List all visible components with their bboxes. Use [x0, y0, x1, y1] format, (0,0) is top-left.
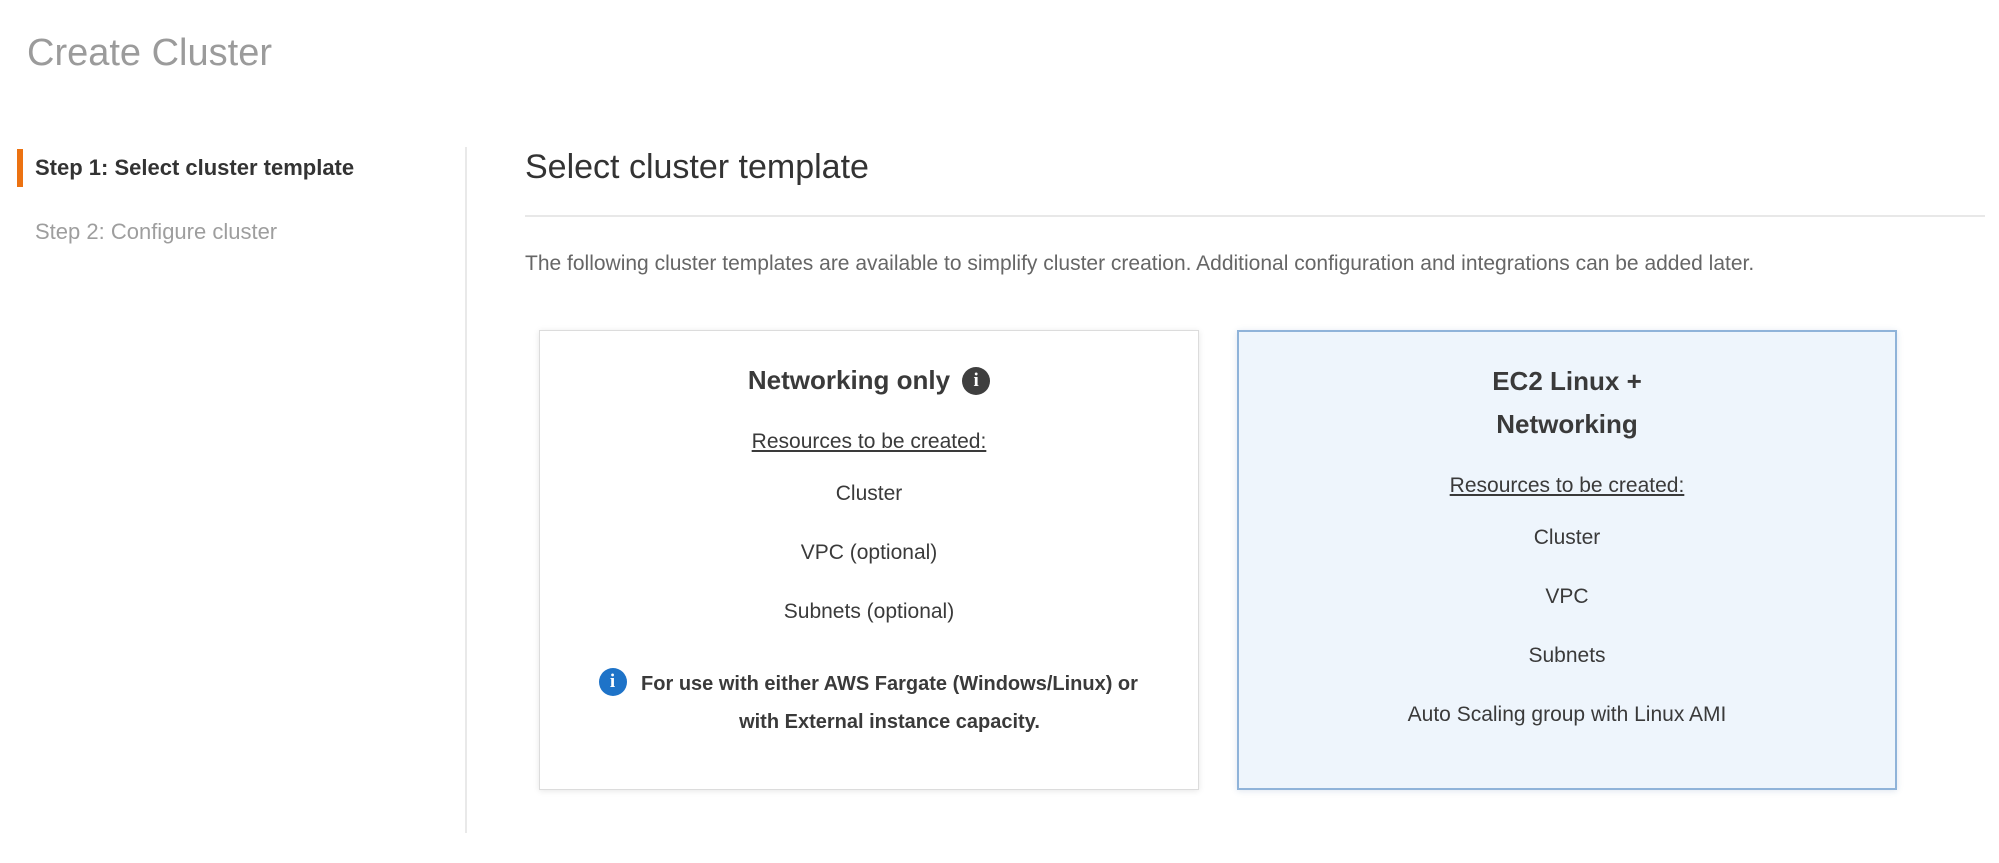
- resource-item: VPC (optional): [800, 541, 938, 564]
- resource-item: VPC: [1545, 585, 1589, 608]
- step-2-configure-cluster: Step 2: Configure cluster: [35, 219, 278, 244]
- resource-item: Cluster: [835, 482, 903, 505]
- card-note-text: For use with either AWS Fargate (Windows…: [641, 673, 1138, 733]
- resources-heading: Resources to be created:: [1449, 474, 1685, 497]
- card-note: i For use with either AWS Fargate (Windo…: [598, 665, 1140, 741]
- create-cluster-page: Create Cluster Step 1: Select cluster te…: [0, 30, 1999, 863]
- template-card-ec2-linux-networking[interactable]: EC2 Linux + Networking Resources to be c…: [1237, 330, 1897, 790]
- resource-item: Subnets (optional): [783, 600, 955, 623]
- card-title-row: Networking only i: [747, 359, 991, 402]
- resource-item: Auto Scaling group with Linux AMI: [1407, 703, 1727, 726]
- template-card-networking-only[interactable]: Networking only i Resources to be create…: [539, 330, 1199, 790]
- steps-sidebar: Step 1: Select cluster template Step 2: …: [0, 147, 467, 833]
- card-title: EC2 Linux + Networking: [1492, 366, 1642, 439]
- info-icon: i: [598, 668, 627, 696]
- info-icon[interactable]: i: [962, 366, 991, 395]
- resource-item: Subnets: [1528, 644, 1606, 667]
- resources-heading: Resources to be created:: [751, 430, 987, 453]
- step-1-select-cluster-template: Step 1: Select cluster template: [17, 149, 465, 187]
- resource-item: Cluster: [1533, 526, 1601, 549]
- page-title: Create Cluster: [27, 32, 272, 74]
- content-row: Step 1: Select cluster template Step 2: …: [0, 147, 1999, 833]
- main-panel: Select cluster template The following cl…: [467, 147, 1999, 833]
- section-description: The following cluster templates are avai…: [525, 252, 1755, 275]
- card-title-row: EC2 Linux + Networking: [1492, 360, 1642, 446]
- card-title: Networking only: [747, 365, 951, 395]
- section-heading: Select cluster template: [525, 147, 1985, 217]
- template-cards: Networking only i Resources to be create…: [539, 330, 1985, 790]
